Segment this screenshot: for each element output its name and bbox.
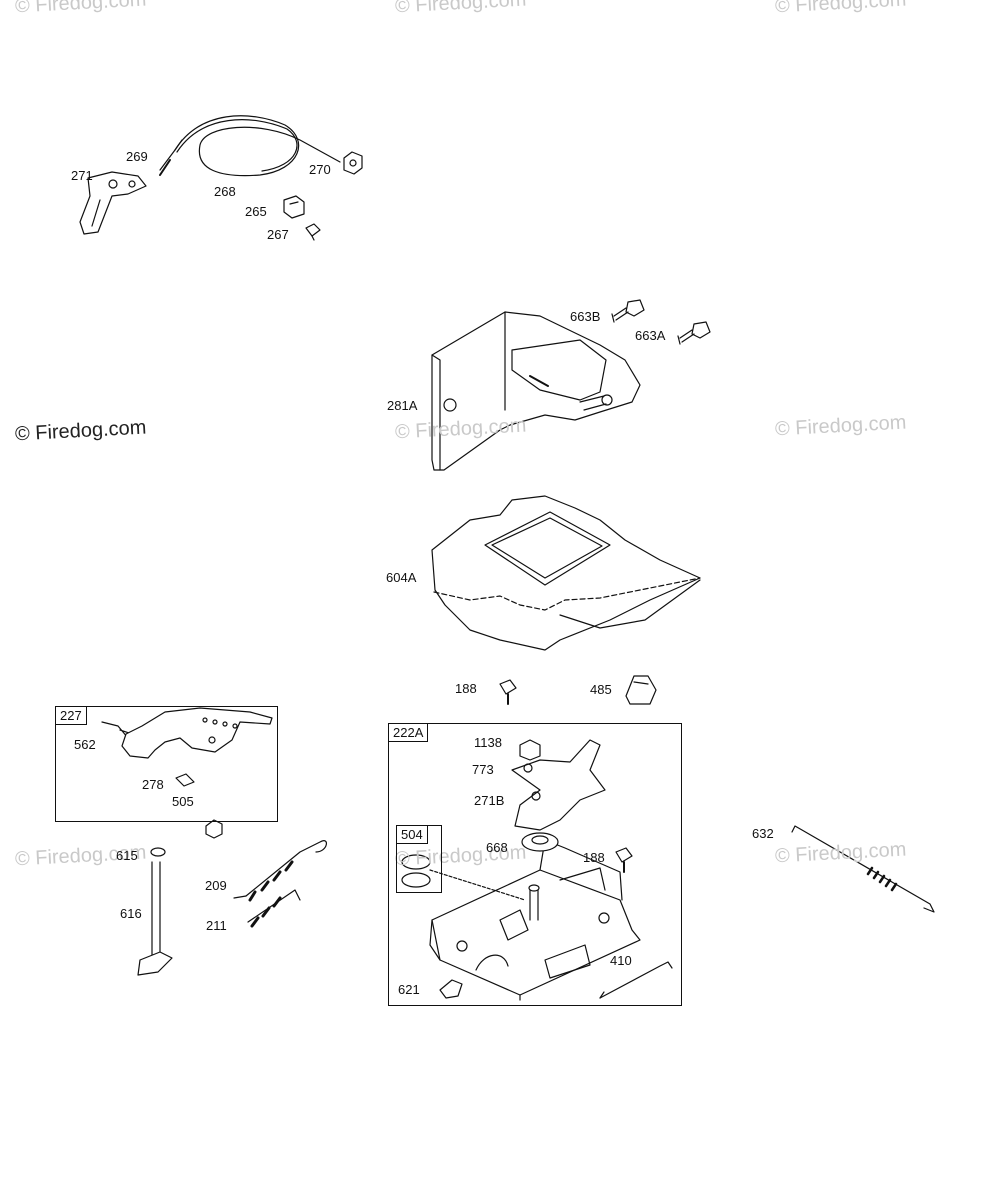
link-410-shape [599, 961, 673, 999]
part-label-668[interactable]: 668 [486, 840, 508, 855]
clip-265-shape [283, 195, 305, 219]
part-label-663b[interactable]: 663B [570, 309, 601, 324]
part-label-632[interactable]: 632 [752, 826, 774, 841]
group-box-222a [388, 723, 682, 1006]
part-label-621[interactable]: 621 [398, 982, 420, 997]
part-label-270[interactable]: 270 [309, 162, 331, 177]
group-label-504: 504 [396, 825, 428, 844]
governor-lever-271b-shape [511, 739, 606, 831]
part-label-615[interactable]: 615 [116, 848, 138, 863]
part-label-188-inner[interactable]: 188 [583, 850, 605, 865]
group-box-227 [55, 706, 278, 822]
clip-621-shape [439, 979, 463, 999]
bolt-188-inner-shape [615, 847, 633, 873]
part-label-211[interactable]: 211 [206, 918, 227, 933]
part-label-663a[interactable]: 663A [635, 328, 666, 343]
rod-632-shape [791, 825, 935, 913]
part-label-269[interactable]: 269 [126, 149, 148, 164]
part-label-604a[interactable]: 604A [386, 570, 417, 585]
part-label-616[interactable]: 616 [120, 906, 142, 921]
part-label-271[interactable]: 271 [71, 168, 93, 183]
nut-270-shape [343, 151, 363, 175]
throttle-lever-shape [79, 171, 147, 235]
group-label-222a: 222A [388, 723, 429, 742]
part-label-773[interactable]: 773 [472, 762, 494, 777]
bolt-188-top-shape [499, 679, 517, 705]
part-label-268[interactable]: 268 [214, 184, 236, 199]
bolt-663b-shape [611, 299, 645, 323]
part-label-281a[interactable]: 281A [387, 398, 418, 413]
part-label-271b[interactable]: 271B [474, 793, 505, 808]
blower-housing-shape [431, 311, 641, 471]
part-label-265[interactable]: 265 [245, 204, 267, 219]
part-label-410[interactable]: 410 [610, 953, 632, 968]
part-label-562[interactable]: 562 [74, 737, 96, 752]
part-label-505[interactable]: 505 [172, 794, 194, 809]
cylinder-cover-shape [431, 495, 701, 651]
part-label-188-top[interactable]: 188 [455, 681, 477, 696]
spring-211-shape [247, 889, 301, 928]
part-label-209[interactable]: 209 [205, 878, 227, 893]
washers-504-shape [401, 854, 526, 901]
part-label-1138[interactable]: 1138 [474, 735, 502, 750]
washer-668-shape [521, 832, 559, 852]
bracket-485-shape [625, 675, 657, 705]
part-label-278[interactable]: 278 [142, 777, 164, 792]
spring-209-shape [233, 840, 327, 902]
group-label-227: 227 [55, 706, 87, 725]
control-cable-shape [159, 115, 341, 177]
screw-267-shape [305, 223, 321, 241]
control-base-plate-shape [429, 839, 641, 1001]
part-label-267[interactable]: 267 [267, 227, 289, 242]
bolt-663a-shape [677, 321, 711, 345]
part-label-485[interactable]: 485 [590, 682, 612, 697]
governor-shaft-shape [137, 847, 173, 976]
nut-1138-shape [519, 739, 541, 761]
governor-lever-assembly-shape [101, 707, 273, 839]
